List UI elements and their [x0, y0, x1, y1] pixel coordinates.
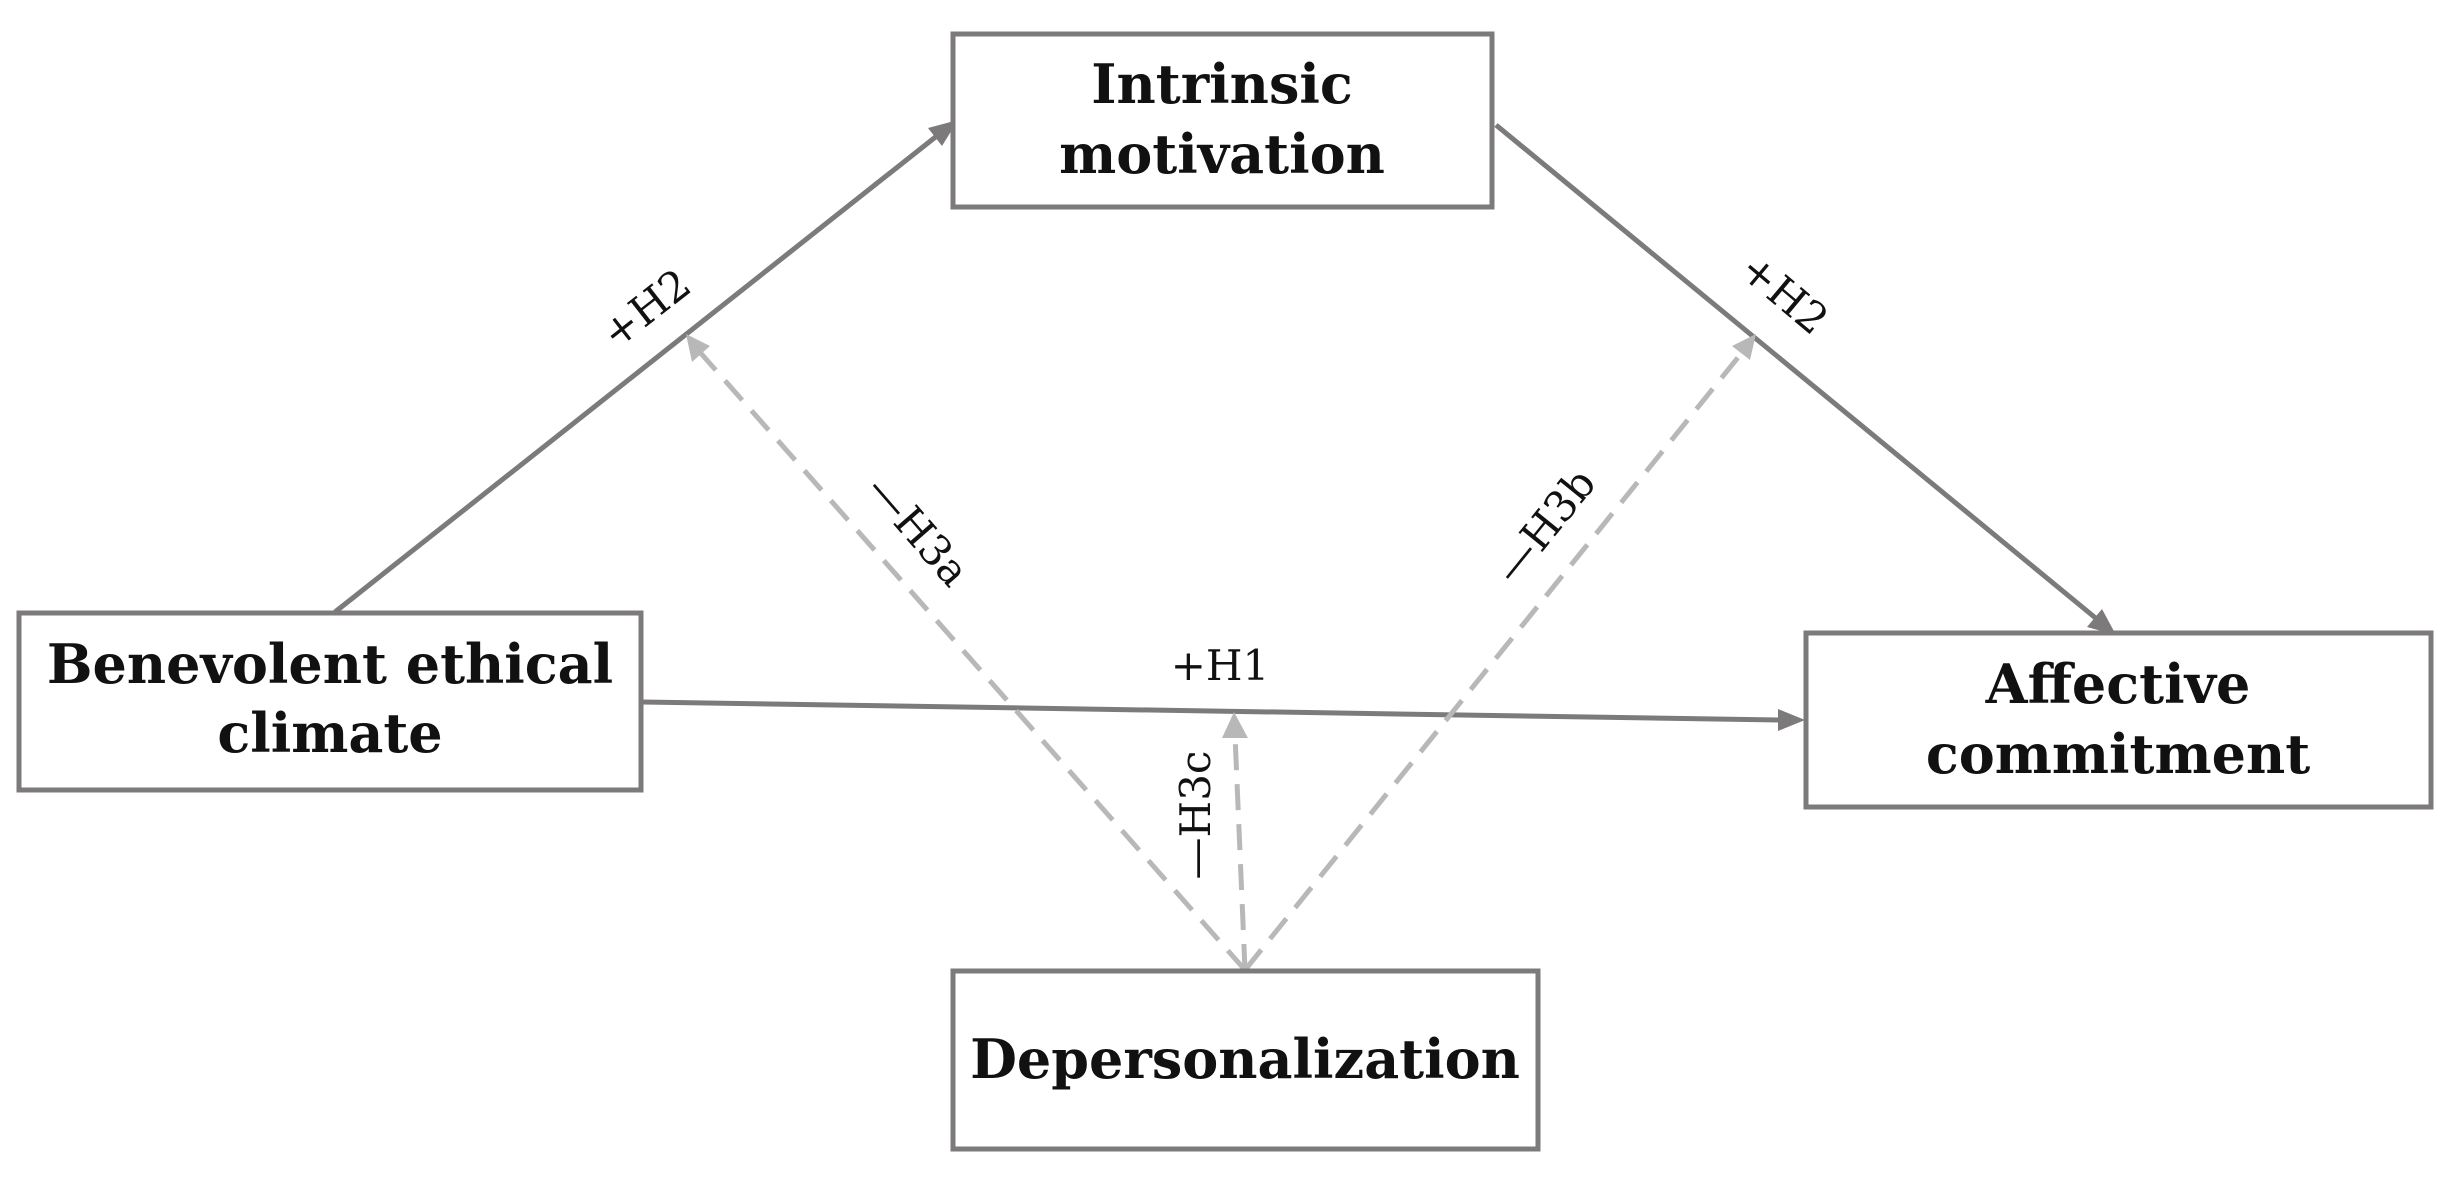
- arrowhead: [686, 334, 710, 362]
- edge-depersonalization-h3a: [686, 334, 1247, 972]
- node-intrinsic-motivation: Intrinsic motivation: [950, 31, 1495, 210]
- node-affective-commitment: Affective commitment: [1803, 630, 2434, 810]
- edge-motivation-to-commitment: [1494, 123, 2116, 635]
- node-benevolent-ethical-climate: Benevolent ethical climate: [16, 610, 644, 793]
- label-h3b: —H3b: [1484, 459, 1605, 593]
- node-benevolent-ethical-climate-line1: Benevolent ethical: [47, 632, 613, 696]
- node-affective-commitment-line2: commitment: [1926, 722, 2310, 786]
- arrowhead: [2087, 609, 2116, 635]
- label-h3a: —H3a: [857, 465, 980, 596]
- arrowhead: [1732, 334, 1756, 360]
- edge-depersonalization-h3c: [1222, 712, 1248, 971]
- arrowhead: [1778, 709, 1805, 731]
- arrowhead: [1222, 712, 1248, 738]
- node-benevolent-ethical-climate-line2: climate: [217, 701, 442, 765]
- node-depersonalization-line1: Depersonalization: [970, 1027, 1520, 1091]
- node-intrinsic-motivation-line2: motivation: [1059, 122, 1385, 186]
- node-intrinsic-motivation-line1: Intrinsic: [1091, 52, 1352, 116]
- edge-climate-to-commitment: [641, 699, 1805, 731]
- node-depersonalization: Depersonalization: [950, 968, 1541, 1152]
- label-climate-to-motivation: +H2: [592, 259, 700, 358]
- label-h3c: —H3c: [1171, 751, 1220, 880]
- label-climate-to-commitment: +H1: [1171, 641, 1270, 690]
- node-affective-commitment-line1: Affective: [1985, 652, 2251, 716]
- edge-depersonalization-h3b: [1243, 334, 1756, 972]
